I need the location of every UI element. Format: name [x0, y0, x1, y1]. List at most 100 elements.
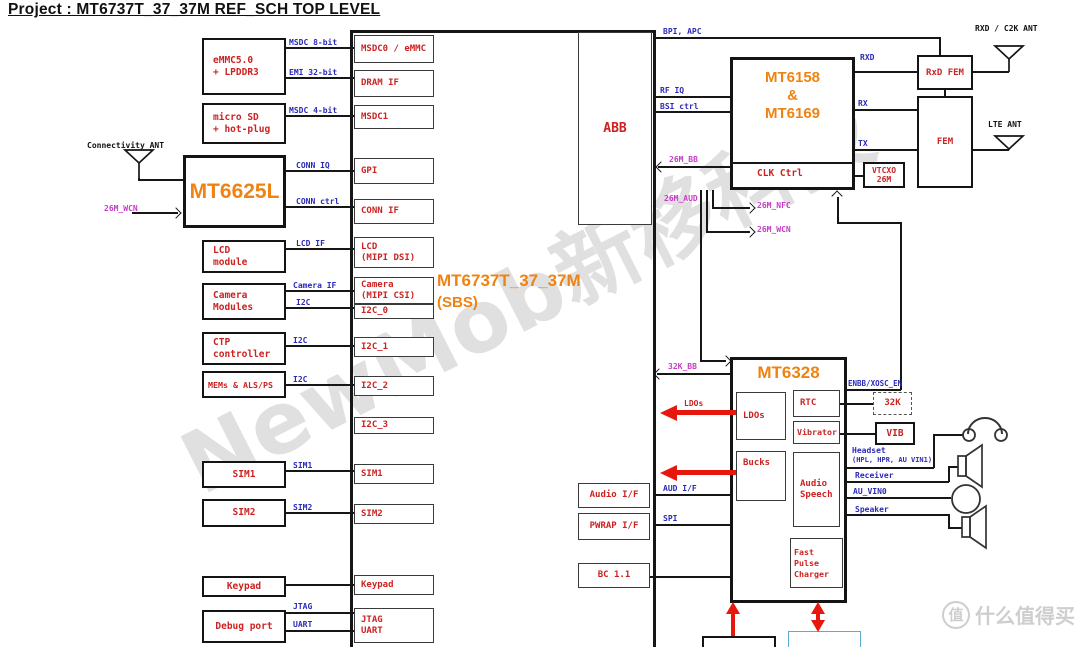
pmic-audio-line2: Speech — [800, 489, 833, 500]
site-watermark-text: 什么值得买 — [975, 604, 1075, 628]
soc-port-i2c2: I2C_2 — [354, 376, 434, 396]
soc-port-gpi-label: GPI — [361, 165, 378, 176]
wire-32k-bb — [657, 373, 730, 375]
connectivity-antenna-icon — [122, 149, 156, 179]
soc-port-sim2: SIM2 — [354, 504, 434, 524]
keypad-label: Keypad — [226, 580, 262, 592]
label-jtag: JTAG — [293, 602, 313, 611]
soc-port-jtag-line2: UART — [361, 625, 383, 636]
headphones-icon — [962, 417, 1008, 442]
receiver-icon — [951, 484, 981, 514]
label-receiver: Receiver — [855, 471, 894, 480]
wire-rf-iq — [655, 96, 730, 98]
wire-speaker-v — [948, 514, 950, 528]
pmic-audio-line1: Audio — [800, 478, 828, 489]
label-bsi-ctrl: BSI ctrl — [660, 102, 699, 111]
soc-port-i2c3: I2C_3 — [354, 417, 434, 434]
fem-label: FEM — [936, 137, 954, 147]
wire-enbb-h1 — [837, 222, 901, 224]
soc-abb-block: ABB — [578, 32, 652, 225]
label-sim2-bus: SIM2 — [293, 503, 313, 512]
wire-enbb-v1 — [837, 197, 839, 223]
pmic-ldos-block: LDOs — [736, 392, 786, 440]
block-mt6158-mt6169: MT6158 & MT6169 — [730, 57, 855, 190]
soc-left-edge — [350, 30, 353, 647]
label-32k-bb: 32K_BB — [668, 362, 697, 371]
mt6169-label: MT6169 — [764, 105, 821, 122]
wire-vtcxo — [855, 175, 863, 177]
label-sim1-bus: SIM1 — [293, 461, 313, 470]
wire-ant-to-mt6625l — [138, 179, 183, 181]
pmic-vibrator-label: Vibrator — [797, 427, 837, 437]
charger-arrow-shaft — [816, 613, 820, 621]
soc-port-msdc1: MSDC1 — [354, 105, 434, 129]
sim1-label: SIM1 — [232, 468, 256, 480]
label-bpi-apc: BPI, APC — [663, 27, 702, 36]
vtcxo-line2: 26M — [876, 175, 892, 184]
soc-port-i2c0: I2C_0 — [354, 304, 434, 319]
arrowhead-26m-nfc — [744, 202, 756, 214]
battery-arrow-shaft — [731, 613, 735, 636]
site-watermark-badge-icon: 值 — [942, 600, 970, 629]
soc-pkg: (SBS) — [437, 294, 478, 311]
pmic-audio-speech-block: Audio Speech — [793, 452, 840, 527]
wire-26m-wcn-h — [706, 231, 750, 233]
wire-26m-aud-h — [700, 360, 726, 362]
wire-rxdfem-fem — [944, 90, 946, 96]
label-26m-bb: 26M_BB — [669, 155, 698, 164]
block-keypad: Keypad — [202, 576, 286, 597]
wire-speaker-h1 — [847, 514, 949, 516]
soc-port-keypad-label: Keypad — [361, 579, 394, 590]
wire-bc11 — [650, 576, 730, 578]
wire-26m-nfc-h — [712, 207, 750, 209]
soc-name: MT6737T_37_37M — [437, 271, 581, 290]
soc-port-camera-line2: (MIPI CSI) — [361, 290, 416, 301]
wire-26m-wcn-v — [706, 190, 708, 231]
block-sd-line1: micro SD — [213, 111, 259, 123]
soc-port-sim1: SIM1 — [354, 464, 434, 484]
soc-port-sim2-label: SIM2 — [361, 508, 383, 519]
sim2-label: SIM2 — [232, 507, 256, 518]
c2k-ant-label: RXD / C2K ANT — [975, 24, 1038, 33]
wire-camera-if — [286, 290, 354, 292]
wire-receiver-v — [948, 466, 950, 482]
soc-port-msdc0: MSDC0 / eMMC — [354, 35, 434, 63]
block-mems-alsps: MEMs & ALS/PS — [202, 371, 286, 398]
block-vib: VIB — [875, 422, 915, 445]
soc-port-conn-if-label: CONN IF — [361, 206, 399, 216]
wire-rx — [855, 109, 917, 111]
mems-label: MEMs & ALS/PS — [208, 379, 273, 390]
wire-enbb-v2 — [900, 222, 902, 390]
pmic-charger-block: Fast Pulse Charger — [790, 538, 843, 588]
label-i2c-mems: I2C — [293, 375, 308, 384]
label-26m-wcn-left: 26M_WCN — [104, 204, 138, 213]
pmic-charger-line2: Charger — [794, 568, 829, 579]
pmic-rtc-label: RTC — [800, 398, 817, 408]
mt6158-clk-divider — [730, 162, 855, 164]
soc-port-i2c1-label: I2C_1 — [361, 341, 389, 352]
soc-port-conn-if: CONN IF — [354, 199, 434, 224]
wire-msdc8 — [286, 47, 354, 49]
wire-26m-bb — [658, 166, 730, 168]
wire-headset-v — [933, 434, 935, 468]
soc-port-dram-label: DRAM IF — [361, 78, 399, 88]
label-conn-iq: CONN IQ — [296, 161, 330, 170]
label-headset-line1: Headset — [852, 446, 886, 455]
block-battery — [702, 636, 776, 647]
wire-emi32 — [286, 77, 354, 79]
lte-ant-label: LTE ANT — [988, 120, 1022, 129]
soc-right-edge — [653, 30, 656, 647]
wire-jtag — [286, 612, 354, 614]
wire-receiver-h1 — [847, 481, 949, 483]
label-26m-nfc: 26M_NFC — [757, 201, 791, 210]
block-charger-input — [788, 631, 861, 647]
wire-bsi-ctrl — [655, 111, 730, 113]
wire-rxd — [855, 71, 917, 73]
soc-pwrap-if-block: PWRAP I/F — [578, 513, 650, 540]
wire-speaker-h2 — [948, 527, 962, 529]
label-msdc4: MSDC 4-bit — [289, 106, 338, 115]
label-26m-aud: 26M_AUD — [664, 194, 698, 203]
block-emmc-line2: + LPDDR3 — [213, 66, 259, 78]
bucks-arrow-head — [660, 464, 677, 481]
label-msdc8: MSDC 8-bit — [289, 38, 338, 47]
